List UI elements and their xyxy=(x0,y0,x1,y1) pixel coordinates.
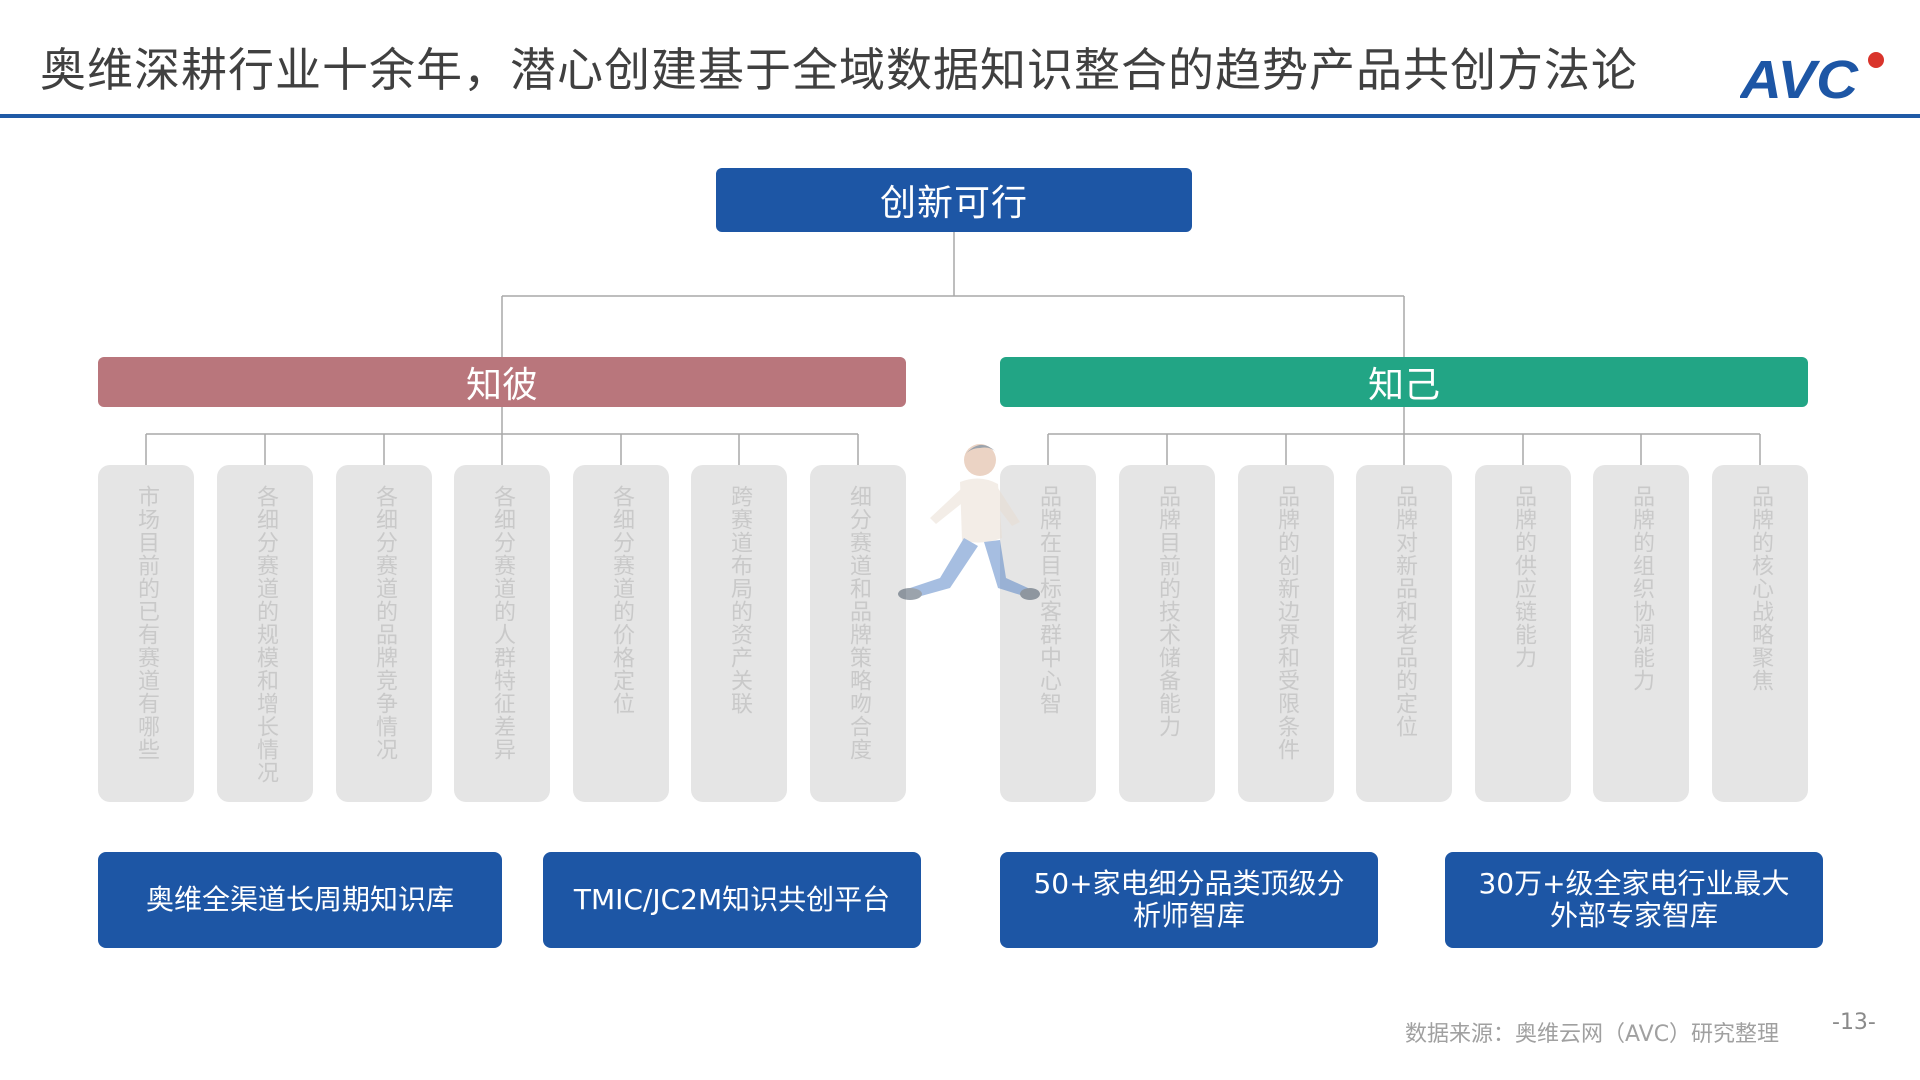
card-know-others: 各细分赛道的规模和增长情况 xyxy=(217,465,313,802)
resource-cocreation-platform: TMIC/JC2M知识共创平台 xyxy=(543,852,921,948)
card-label: 品牌的供应链能力 xyxy=(1511,485,1536,669)
card-label: 品牌的组织协调能力 xyxy=(1629,485,1654,692)
card-know-others: 各细分赛道的价格定位 xyxy=(573,465,669,802)
card-know-self: 品牌目前的技术储备能力 xyxy=(1119,465,1215,802)
card-know-self: 品牌的供应链能力 xyxy=(1475,465,1571,802)
group-know-others: 知彼 xyxy=(98,357,906,407)
running-person-illustration xyxy=(898,444,1040,600)
card-know-self: 品牌的创新边界和受限条件 xyxy=(1238,465,1334,802)
card-know-others: 各细分赛道的品牌竞争情况 xyxy=(336,465,432,802)
card-label: 各细分赛道的规模和增长情况 xyxy=(253,485,278,784)
card-label: 各细分赛道的品牌竞争情况 xyxy=(372,485,397,761)
card-know-self: 品牌对新品和老品的定位 xyxy=(1356,465,1452,802)
resource-analyst-think-tank: 50+家电细分品类顶级分析师智库 xyxy=(1000,852,1378,948)
card-know-others: 跨赛道布局的资产关联 xyxy=(691,465,787,802)
card-label: 品牌的核心战略聚焦 xyxy=(1748,485,1773,692)
card-label: 各细分赛道的价格定位 xyxy=(609,485,634,715)
card-label: 跨赛道布局的资产关联 xyxy=(727,485,752,715)
card-label: 品牌的创新边界和受限条件 xyxy=(1274,485,1299,761)
card-know-others: 各细分赛道的人群特征差异 xyxy=(454,465,550,802)
group-know-self: 知己 xyxy=(1000,357,1808,407)
data-source-note: 数据来源：奥维云网（AVC）研究整理 xyxy=(1405,1022,1780,1047)
card-label: 细分赛道和品牌策略吻合度 xyxy=(846,485,871,761)
page-number: -13- xyxy=(1832,1010,1876,1035)
title-underline xyxy=(0,114,1920,118)
card-label: 品牌在目标客群中心智 xyxy=(1036,485,1061,715)
avc-logo: AVC xyxy=(1740,50,1884,108)
card-label: 品牌对新品和老品的定位 xyxy=(1392,485,1417,738)
card-label: 品牌目前的技术储备能力 xyxy=(1155,485,1180,738)
logo-text: AVC xyxy=(1740,50,1859,108)
card-label: 市场目前的已有赛道有哪些 xyxy=(134,485,159,761)
card-know-others: 细分赛道和品牌策略吻合度 xyxy=(810,465,906,802)
page-title: 奥维深耕行业十余年，潜心创建基于全域数据知识整合的趋势产品共创方法论 xyxy=(40,43,1638,97)
card-label: 各细分赛道的人群特征差异 xyxy=(490,485,515,761)
resource-omnichannel-knowledge-base: 奥维全渠道长周期知识库 xyxy=(98,852,502,948)
resource-expert-think-tank: 30万+级全家电行业最大外部专家智库 xyxy=(1445,852,1823,948)
card-know-self: 品牌的核心战略聚焦 xyxy=(1712,465,1808,802)
card-know-self: 品牌的组织协调能力 xyxy=(1593,465,1689,802)
root-node-innovation-feasible: 创新可行 xyxy=(716,168,1192,232)
card-know-others: 市场目前的已有赛道有哪些 xyxy=(98,465,194,802)
